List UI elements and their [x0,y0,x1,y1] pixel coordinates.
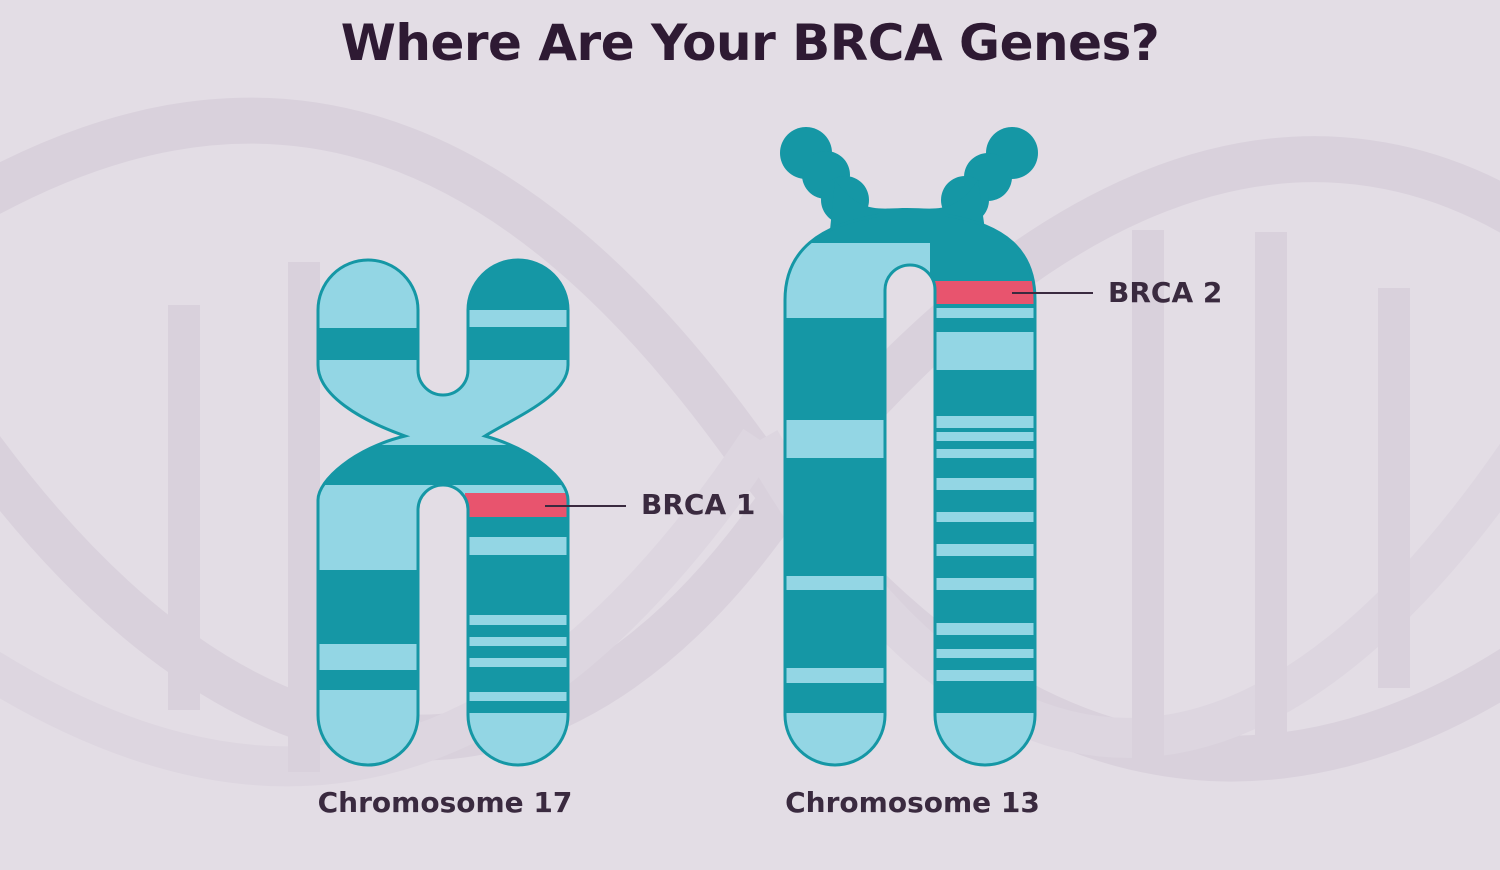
helix-rung [1378,288,1410,688]
helix-rung [1255,232,1287,752]
brca1-label: BRCA 1 [641,488,756,521]
helix-rung [288,262,320,772]
chromosome-13-bands [785,215,1035,765]
dna-helix-background [0,97,1500,787]
brca2-label: BRCA 2 [1108,276,1223,309]
chromosome-17 [316,258,626,767]
chromosome-13-caption: Chromosome 13 [785,786,1040,819]
helix-rung [168,305,200,710]
diagram-title: Where Are Your BRCA Genes? [340,14,1160,72]
chromosome-17-outline [316,258,570,767]
brca2-marker [930,281,1035,304]
chromosome-13-outline [783,213,1037,767]
helix-strand [0,136,1500,761]
helix-rung [1132,230,1164,760]
chromosome-17-caption: Chromosome 17 [317,786,573,819]
